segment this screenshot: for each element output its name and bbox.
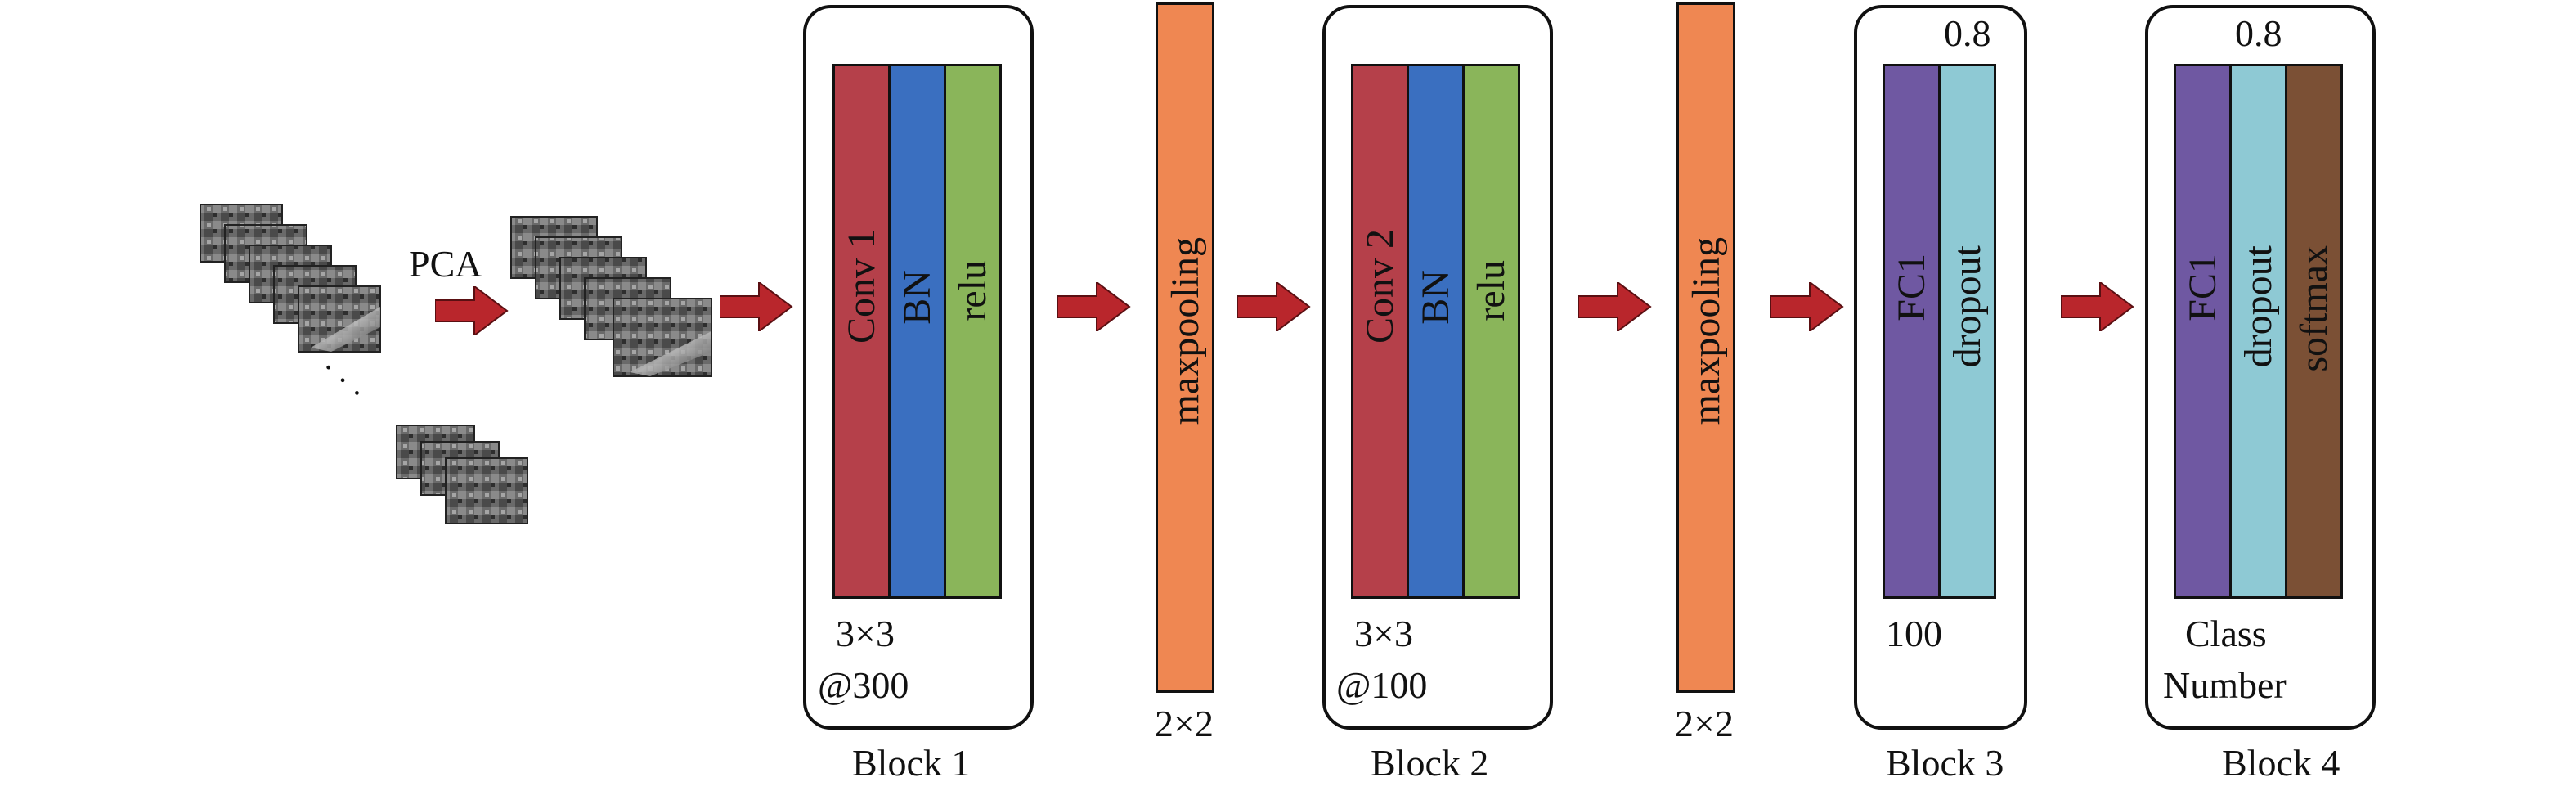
- softmax-block4-layer: [2285, 64, 2343, 599]
- fc1-block4-layer: [2174, 64, 2232, 599]
- block2-title: Block 2: [1371, 742, 1489, 784]
- block-4: [2145, 5, 2376, 730]
- block2-filters: @100: [1336, 664, 1428, 706]
- hyperspectral-input-stack-last: [396, 425, 528, 524]
- dropout-block3-label: dropout: [1945, 245, 1989, 368]
- flow-arrow-icon: [1057, 282, 1131, 331]
- conv1-label: Conv 1: [840, 229, 883, 344]
- pca-reduced-stack: [510, 216, 712, 377]
- bn2-layer: [1407, 64, 1465, 599]
- flow-arrow-icon: [2061, 282, 2134, 331]
- dropout-block3-layer: [1938, 64, 1996, 599]
- flow-arrow-icon: [1770, 282, 1844, 331]
- block4-dropout-rate: 0.8: [2235, 12, 2282, 54]
- conv2-label: Conv 2: [1358, 229, 1402, 344]
- relu1-label: relu: [951, 260, 994, 321]
- bn1-label: BN: [895, 270, 939, 325]
- flow-arrow-icon: [1237, 282, 1311, 331]
- block4-units-line1: Class: [2185, 613, 2267, 654]
- block-2: [1322, 5, 1553, 730]
- fc1-block3-layer: [1883, 64, 1941, 599]
- block-1: [803, 5, 1034, 730]
- hyperspectral-input-stack: [200, 204, 381, 353]
- pca-arrow-icon: [435, 286, 509, 335]
- block1-kernel: 3×3: [836, 613, 895, 654]
- block4-units-line2: Number: [2163, 664, 2287, 706]
- fc1-block3-label: FC1: [1890, 254, 1933, 321]
- flow-arrow-icon: [1578, 282, 1652, 331]
- maxpool2-label: maxpooling: [1685, 237, 1728, 425]
- block3-units: 100: [1886, 613, 1942, 654]
- fc1-block4-label: FC1: [2181, 254, 2224, 321]
- block3-title: Block 3: [1886, 742, 2004, 784]
- ellipsis-dots: · · ·: [312, 349, 374, 411]
- flow-arrow-icon: [720, 282, 793, 331]
- block1-filters: @300: [818, 664, 909, 706]
- maxpool1-label: maxpooling: [1164, 237, 1207, 425]
- maxpool1-size: 2×2: [1155, 703, 1214, 744]
- relu1-layer: [944, 64, 1002, 599]
- dropout-block4-label: dropout: [2237, 245, 2280, 368]
- block4-title: Block 4: [2222, 742, 2340, 784]
- maxpool2-layer: [1676, 2, 1735, 693]
- bn2-label: BN: [1414, 270, 1457, 325]
- maxpool2-size: 2×2: [1675, 703, 1734, 744]
- block1-title: Block 1: [852, 742, 971, 784]
- block2-kernel: 3×3: [1354, 613, 1413, 654]
- conv1-layer: [832, 64, 891, 599]
- block3-dropout-rate: 0.8: [1944, 12, 1991, 54]
- dropout-block4-layer: [2229, 64, 2287, 599]
- bn1-layer: [888, 64, 946, 599]
- pca-label: PCA: [409, 243, 482, 285]
- softmax-block4-label: softmax: [2292, 245, 2336, 372]
- relu2-label: relu: [1470, 260, 1513, 321]
- block-3: [1854, 5, 2027, 730]
- maxpool1-layer: [1156, 2, 1214, 693]
- relu2-layer: [1462, 64, 1520, 599]
